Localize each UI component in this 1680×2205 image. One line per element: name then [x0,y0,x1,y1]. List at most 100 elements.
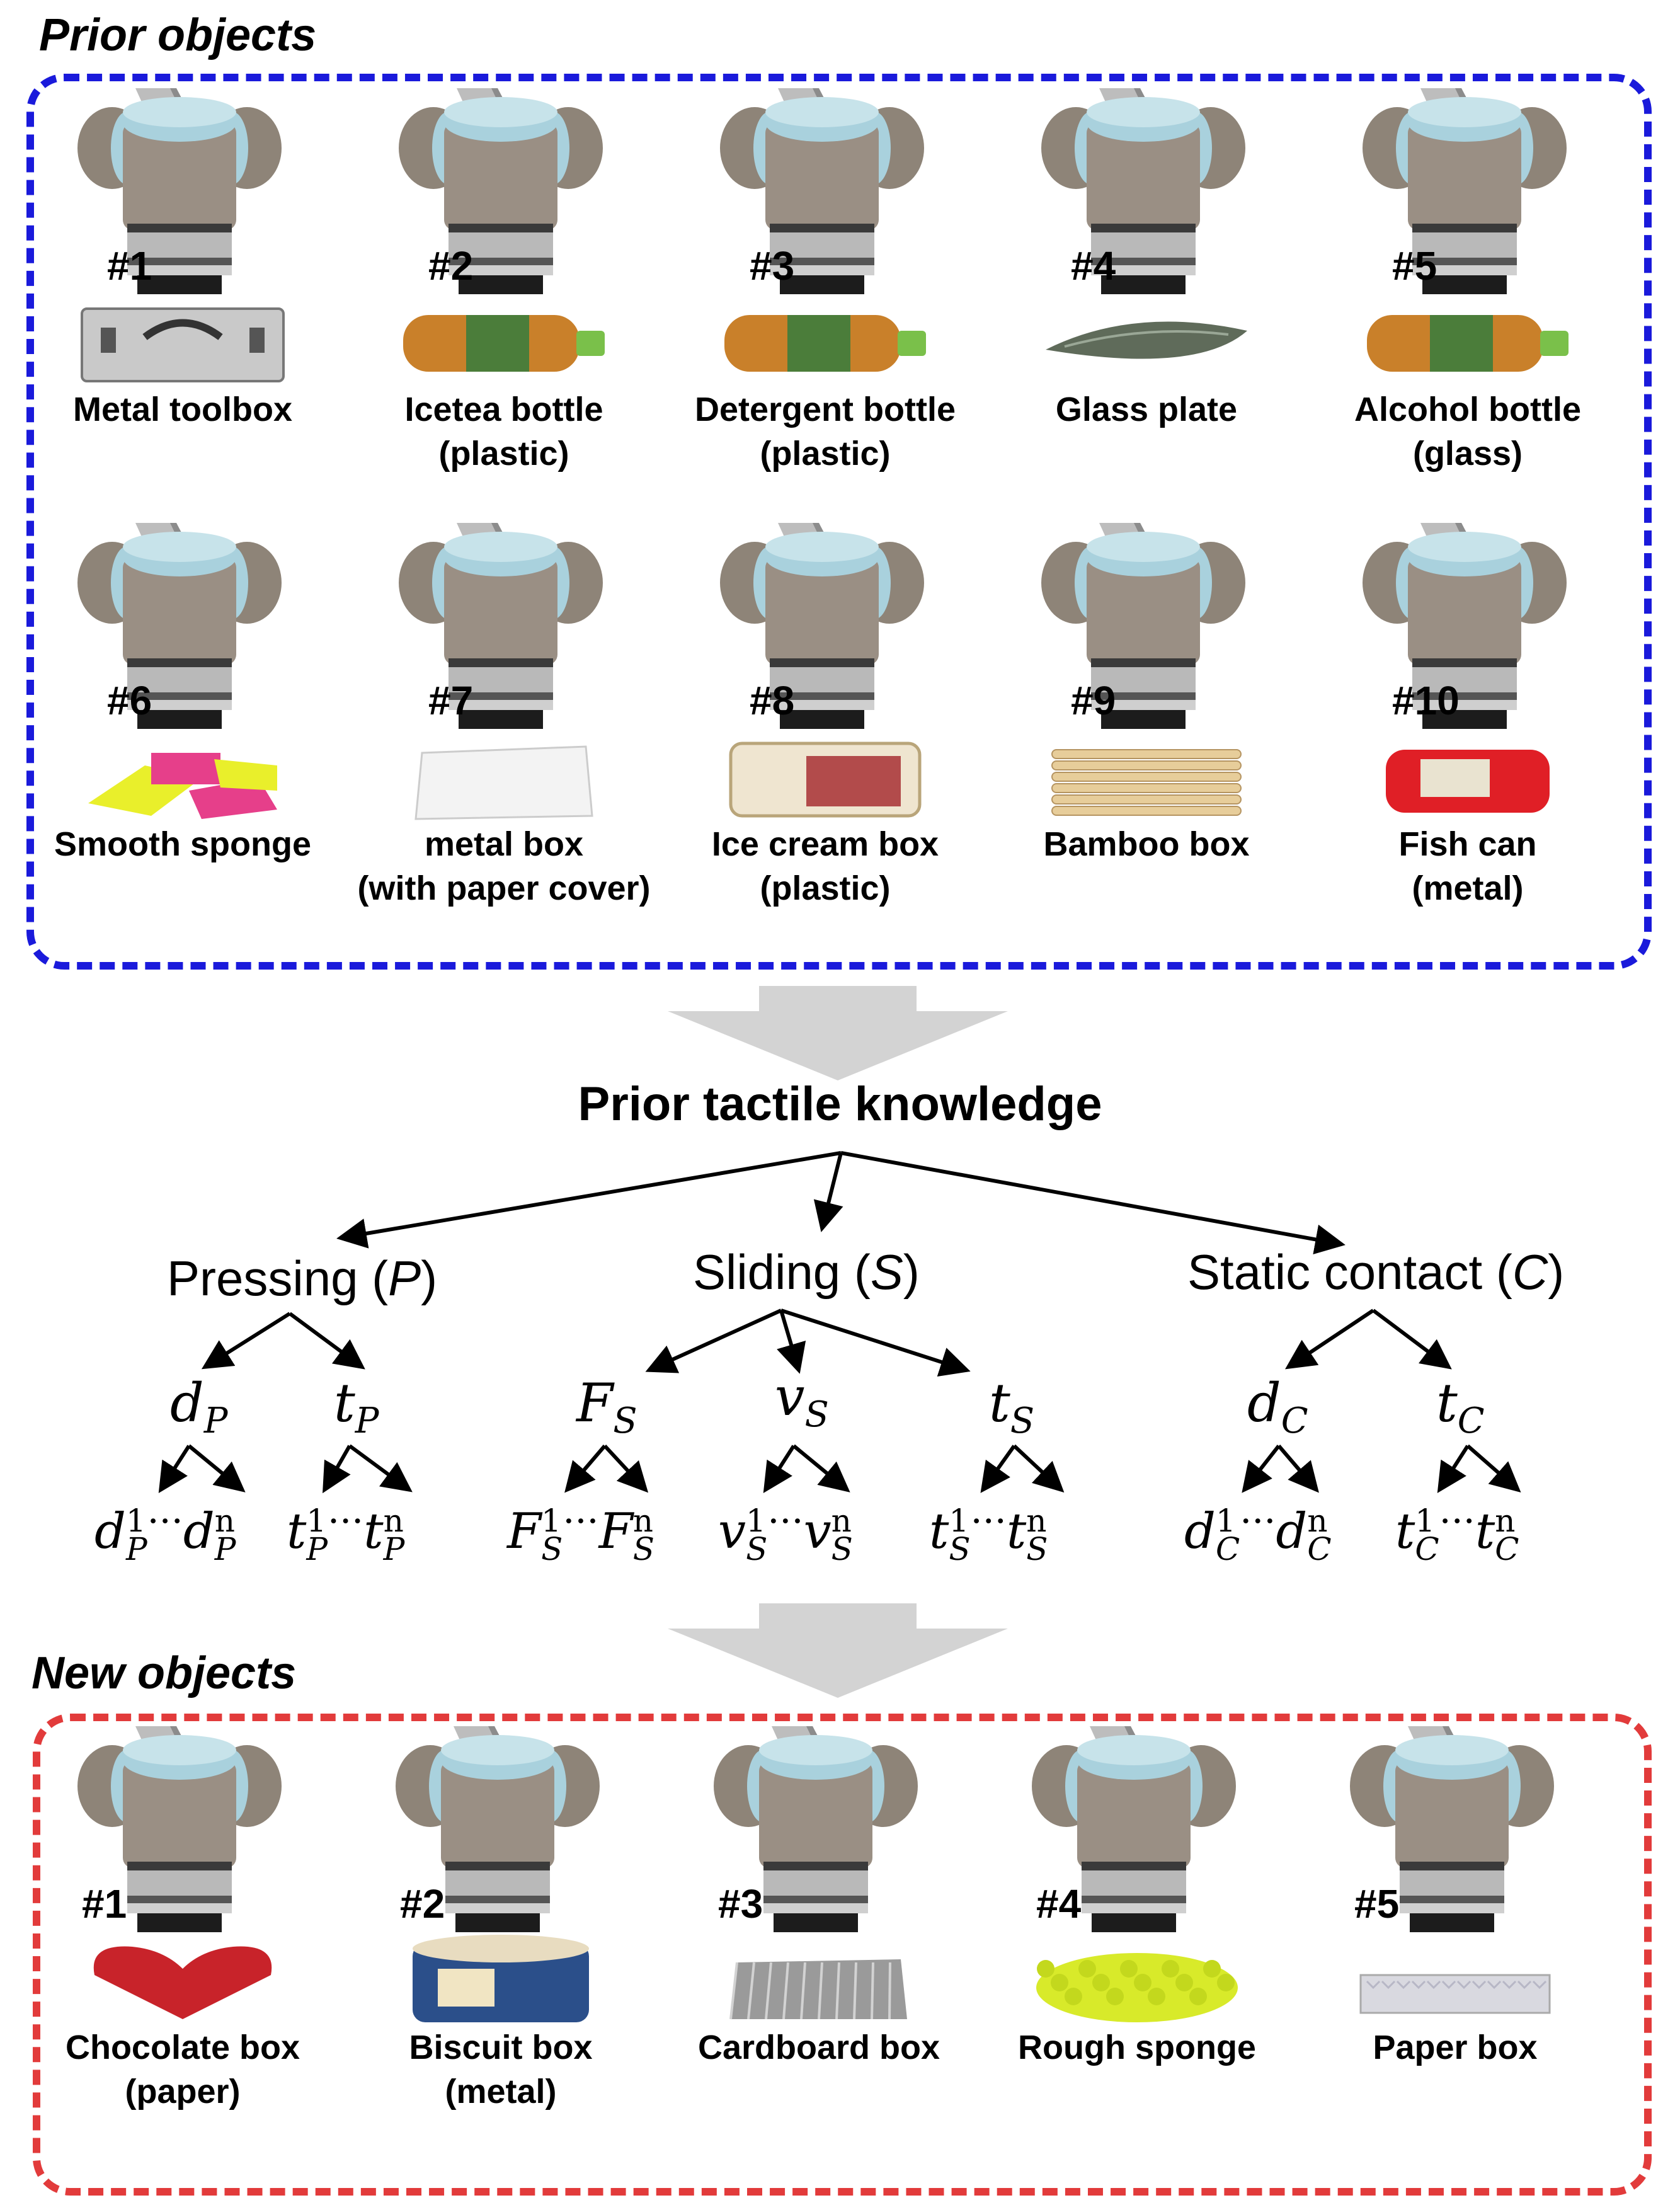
down-arrow-icon [668,1603,1008,1698]
object-number: #1 [107,243,152,289]
param-F-sliding: FS [576,1372,637,1441]
robot-gripper-icon [76,523,290,734]
robot-gripper-icon [76,88,290,299]
object-name: Cardboard box [697,2029,940,2066]
knowledge-tree-lines [158,1151,1521,1494]
tub-icon [718,728,932,825]
bamboo-icon [1039,728,1254,825]
robot-gripper-icon [1030,1726,1244,1937]
object-number: #1 [82,1881,127,1927]
object-number: #2 [428,243,474,289]
object-label: Detergent bottle(plastic) [668,387,983,476]
object-number: #4 [1036,1881,1082,1927]
branch-static-contact: Static contact (C) [1187,1244,1565,1300]
object-label: Fish can (metal) [1310,822,1625,910]
robot-gripper-icon [1361,523,1575,734]
object-number: #9 [1071,678,1116,723]
down-arrow-icon [668,986,1008,1080]
object-label: Glass plate [989,387,1304,432]
object-number: #8 [750,678,795,723]
object-material: (with paper cover) [357,869,651,907]
object-name: Bamboo box [1043,825,1250,863]
object-label: Metal toolbox [25,387,340,432]
param-t-static: tC [1436,1372,1485,1441]
object-label: Ice cream box (plastic) [668,822,983,910]
toolbox-icon [76,293,290,391]
object-label: Icetea bottle (plastic) [346,387,661,476]
robot-gripper-icon [1039,88,1254,299]
object-number: #5 [1354,1881,1400,1927]
robot-gripper-icon [397,523,611,734]
object-number: #10 [1392,678,1460,723]
object-name: Ice cream box [711,825,939,863]
param-d-static: dC [1247,1372,1308,1441]
robot-gripper-icon [718,523,932,734]
object-material: (plastic) [760,869,891,907]
object-name: Biscuit box [409,2029,593,2066]
object-material: (plastic) [760,435,891,472]
object-name: Glass plate [1055,391,1238,428]
rough-sponge-icon [1030,1931,1244,2029]
object-material: (plastic) [438,435,569,472]
branch-pressing: Pressing (P) [167,1251,438,1306]
robot-gripper-icon [1039,523,1254,734]
object-material: (paper) [125,2073,241,2110]
sponge-icon [76,728,290,825]
object-label: Bamboo box [989,822,1304,866]
object-label: Rough sponge [980,2025,1294,2070]
object-material: (metal) [1412,869,1524,907]
object-number: #2 [400,1881,445,1927]
robot-gripper-icon [76,1726,290,1937]
robot-gripper-icon [397,88,611,299]
object-name: Icetea bottle [404,391,603,428]
new-objects-frame [33,1714,1652,2196]
bottle-icon [718,293,932,391]
object-number: #7 [428,678,474,723]
bottle-icon [1361,293,1575,391]
param-v-sliding: vS [775,1366,829,1435]
object-name: Rough sponge [1018,2029,1256,2066]
plate-icon [1039,293,1254,391]
robot-gripper-icon [718,88,932,299]
paper-box-icon [1348,1931,1562,2029]
param-t-pressing: tP [334,1372,379,1441]
object-label: Chocolate box (paper) [25,2025,340,2114]
object-label: Paper box [1298,2025,1613,2070]
robot-gripper-icon [394,1726,608,1937]
object-name: Chocolate box [65,2029,300,2066]
object-name: Smooth sponge [54,825,311,863]
object-name: Fish can [1398,825,1537,863]
object-label: Smooth sponge [25,822,340,866]
robot-gripper-icon [1348,1726,1562,1937]
object-name: Alcohol bottle [1354,391,1581,428]
object-material: (glass) [1412,435,1523,472]
heart-box-icon [76,1931,290,2029]
box-icon [397,728,611,825]
object-material: (metal) [445,2073,557,2110]
param-d-pressing: dP [170,1372,228,1441]
tactile-knowledge-title: Prior tactile knowledge [578,1077,1102,1131]
robot-gripper-icon [712,1726,926,1937]
object-label: Cardboard box [661,2025,976,2070]
robot-gripper-icon [1361,88,1575,299]
object-name: metal box [424,825,584,863]
can-icon [1361,728,1575,825]
object-number: #4 [1071,243,1116,289]
new-objects-title: New objects [31,1648,297,1698]
